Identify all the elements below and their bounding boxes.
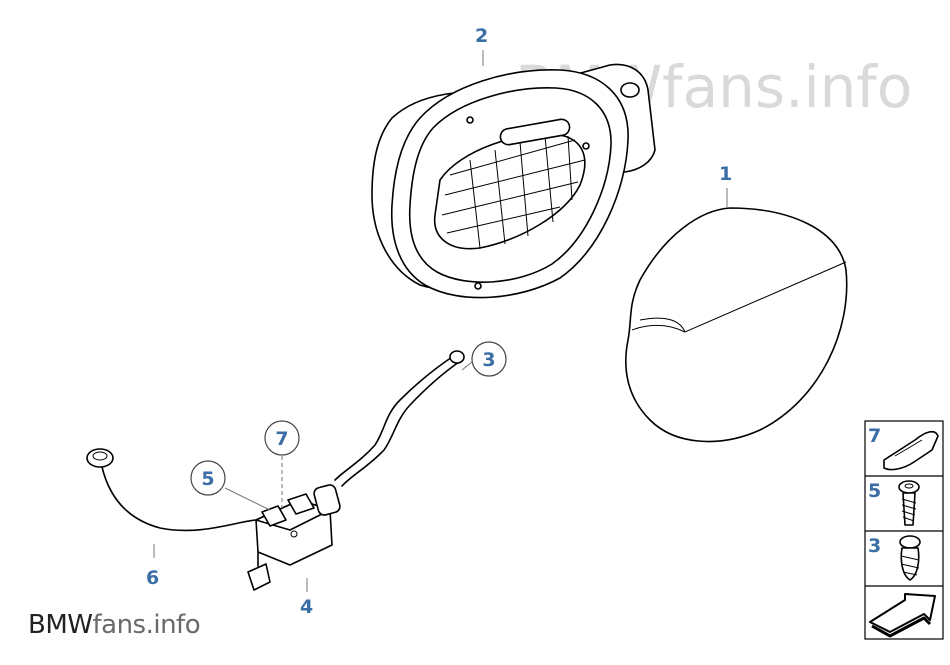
leader-lines <box>153 50 728 592</box>
expanding-screw-icon <box>899 535 921 581</box>
brand-logo: BMWfans.info <box>28 610 201 640</box>
callout-3-circle: 3 <box>471 341 507 377</box>
callout-4: 4 <box>300 596 313 618</box>
part-3-bowden-cable[interactable] <box>334 350 465 487</box>
callout-3: 3 <box>482 349 495 371</box>
callout-7-circle: 7 <box>264 420 300 456</box>
part-4-actuator[interactable] <box>247 484 341 591</box>
part-1-filler-flap[interactable] <box>625 207 848 443</box>
callout-6: 6 <box>146 567 159 589</box>
legend-label-3: 3 <box>868 535 881 557</box>
legend-label-5: 5 <box>868 480 881 502</box>
legend-panel: 7 5 3 <box>864 420 944 640</box>
clip-icon <box>883 430 939 471</box>
callout-1: 1 <box>719 163 732 185</box>
arrow-icon <box>869 593 936 638</box>
callout-7: 7 <box>275 428 288 450</box>
callout-5: 5 <box>201 468 214 490</box>
callout-2: 2 <box>475 25 488 47</box>
brand-suffix: fans.info <box>92 610 201 640</box>
part-6-release-cable[interactable] <box>86 448 257 532</box>
brand-name: BMW <box>28 610 93 640</box>
legend-label-7: 7 <box>868 425 881 447</box>
callout-5-circle: 5 <box>190 460 226 496</box>
screw-icon <box>898 480 920 526</box>
part-2-filler-housing[interactable] <box>371 63 656 299</box>
